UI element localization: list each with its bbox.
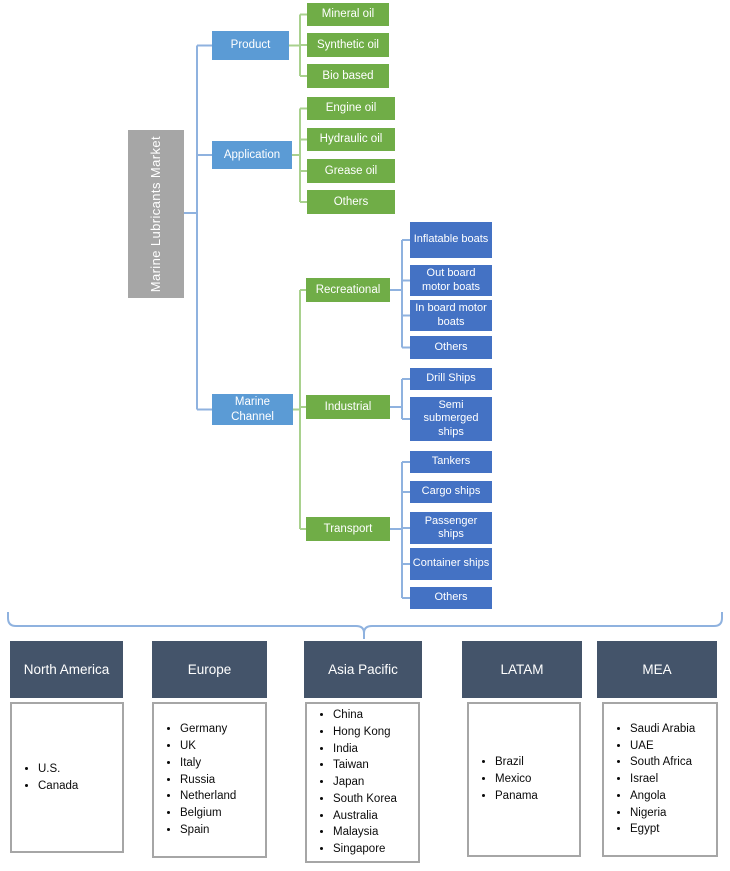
country-item: Mexico (495, 772, 575, 787)
recreational-children-connector (390, 239, 410, 349)
region-header-latam: LATAM (462, 641, 582, 698)
node-recreational: Recreational (306, 278, 390, 302)
region-header-europe: Europe (152, 641, 267, 698)
node-semi-submerged-ships: Semi submerged ships (410, 397, 492, 441)
trunk-connector-line (184, 44, 212, 411)
region-list-latam: BrazilMexicoPanama (467, 702, 581, 857)
country-item: Saudi Arabia (630, 722, 712, 737)
country-item: China (333, 708, 414, 723)
node-engine-oil: Engine oil (307, 97, 395, 120)
country-item: Canada (38, 779, 118, 794)
country-item: Taiwan (333, 758, 414, 773)
region-header-north-america: North America (10, 641, 123, 698)
country-item: Germany (180, 722, 261, 737)
country-item: Russia (180, 773, 261, 788)
country-item: South Africa (630, 755, 712, 770)
node-out-board-motor-boats: Out board motor boats (410, 265, 492, 296)
node-hydraulic-oil: Hydraulic oil (307, 128, 395, 151)
country-item: Panama (495, 789, 575, 804)
region-header-mea: MEA (597, 641, 717, 698)
country-item: Italy (180, 756, 261, 771)
node-industrial: Industrial (306, 395, 390, 419)
root-label: Marine Lubricants Market (148, 135, 164, 293)
application-children-connector (292, 107, 307, 203)
node-inflatable-boats: Inflatable boats (410, 222, 492, 258)
node-product: Product (212, 31, 289, 60)
country-item: UAE (630, 739, 712, 754)
product-children-connector (289, 13, 307, 77)
country-list-latam: BrazilMexicoPanama (469, 753, 579, 805)
transport-children-connector (390, 461, 410, 599)
root-node: Marine Lubricants Market (128, 130, 184, 298)
node-tankers: Tankers (410, 451, 492, 473)
country-item: India (333, 742, 414, 757)
region-header-asia-pacific: Asia Pacific (304, 641, 422, 698)
node-mineral-oil: Mineral oil (307, 3, 389, 26)
region-list-europe: GermanyUK ItalyRussiaNetherlandBelgiumSpa… (152, 702, 267, 858)
country-item: Belgium (180, 806, 261, 821)
region-list-mea: Saudi ArabiaUAESouth AfricaIsraelAngolaN… (602, 702, 718, 857)
node-grease-oil: Grease oil (307, 159, 395, 183)
country-item: UK (180, 739, 261, 754)
country-item: Egypt (630, 822, 712, 837)
country-list-europe: GermanyUK ItalyRussiaNetherlandBelgiumSpa… (154, 720, 265, 839)
country-item: Netherland (180, 789, 261, 804)
country-item: Israel (630, 772, 712, 787)
country-item: Japan (333, 775, 414, 790)
node-others-recreational: Others (410, 336, 492, 359)
country-item: Singapore (333, 842, 414, 857)
country-item: Australia (333, 809, 414, 824)
node-in-board-motor-boats: In board motor boats (410, 300, 492, 331)
node-synthetic-oil: Synthetic oil (307, 33, 389, 57)
country-list-mea: Saudi ArabiaUAESouth AfricaIsraelAngolaN… (604, 720, 716, 839)
node-others-transport: Others (410, 587, 492, 609)
node-passenger-ships: Passenger ships (410, 512, 492, 544)
node-drill-ships: Drill Ships (410, 368, 492, 390)
region-list-asia-pacific: ChinaHong KongIndiaTaiwanJapanSouth Kore… (305, 702, 420, 863)
industrial-children-connector (390, 378, 410, 420)
node-cargo-ships: Cargo ships (410, 481, 492, 503)
country-item: Spain (180, 823, 261, 838)
country-item: Hong Kong (333, 725, 414, 740)
country-item: Nigeria (630, 806, 712, 821)
marine-channel-children-connector (293, 289, 306, 530)
country-item: Brazil (495, 755, 575, 770)
node-transport: Transport (306, 517, 390, 541)
country-list-asia-pacific: ChinaHong KongIndiaTaiwanJapanSouth Kore… (307, 706, 418, 858)
country-item: Malaysia (333, 825, 414, 840)
country-list-north-america: U.S. Canada (12, 760, 122, 795)
regions-brace (7, 612, 723, 639)
country-item: South Korea (333, 792, 414, 807)
region-list-north-america: U.S. Canada (10, 702, 124, 853)
country-item: Angola (630, 789, 712, 804)
node-bio-based: Bio based (307, 64, 389, 88)
node-marine-channel: Marine Channel (212, 394, 293, 425)
node-others-application: Others (307, 190, 395, 214)
country-item: U.S. (38, 762, 118, 777)
node-container-ships: Container ships (410, 548, 492, 580)
node-application: Application (212, 141, 292, 169)
